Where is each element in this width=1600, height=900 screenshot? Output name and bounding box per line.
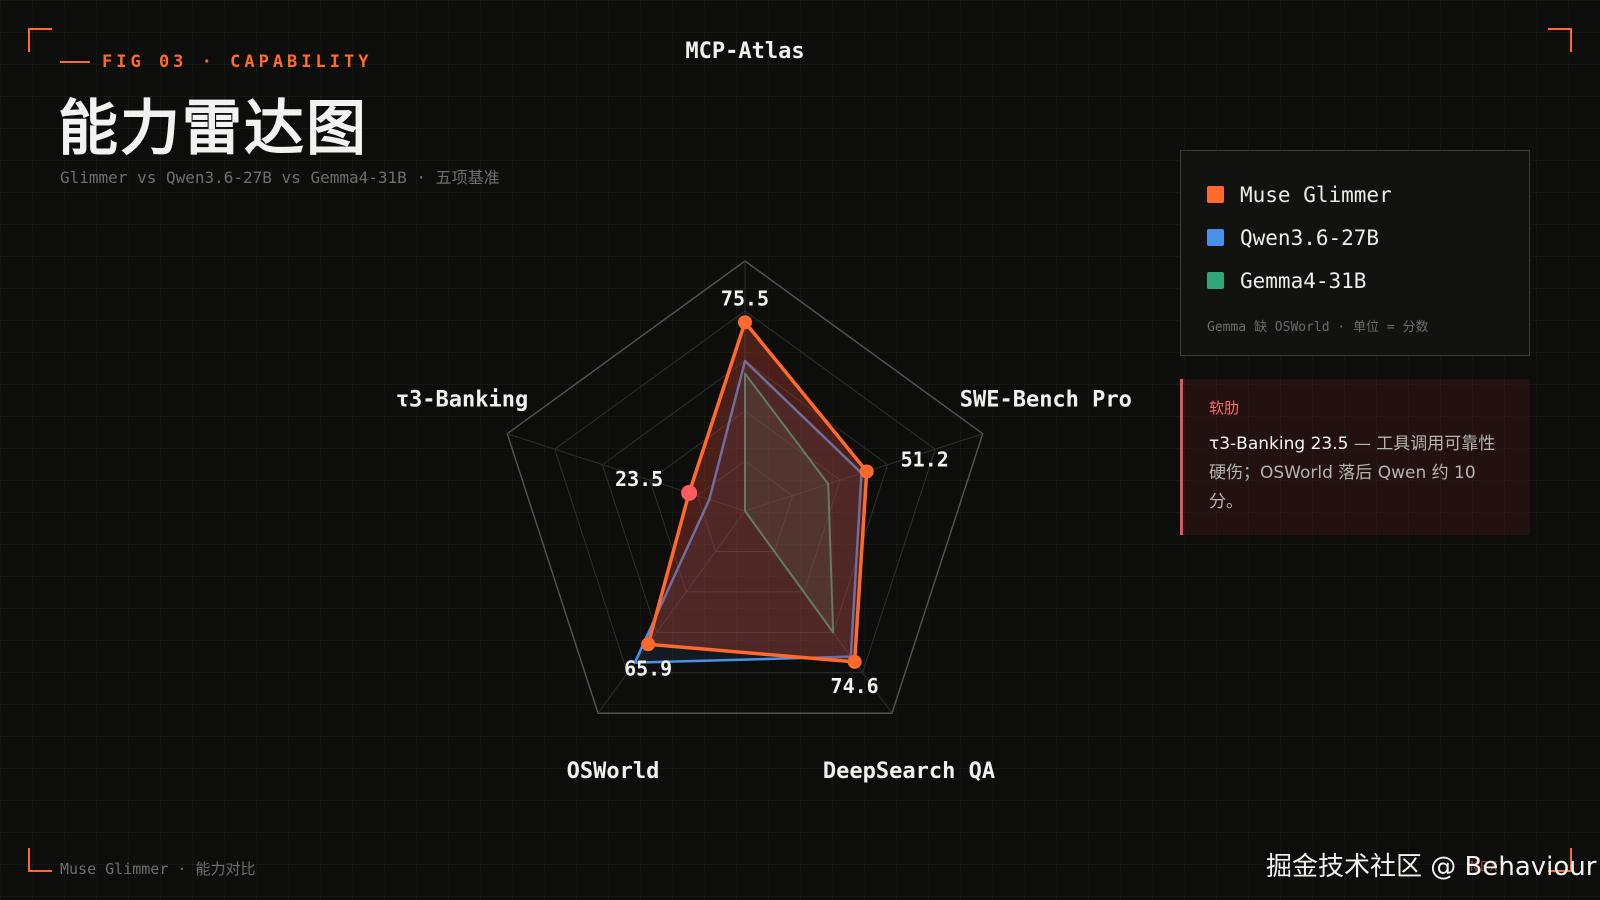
radar-series-qwen xyxy=(633,359,863,664)
page-title: 能力雷达图 xyxy=(58,94,368,164)
radar-grid-ring xyxy=(554,310,936,674)
legend-swatch-gemma xyxy=(1207,272,1224,289)
radar-axis-title: DeepSearch QA xyxy=(823,759,995,784)
radar-value-label: 51.2 xyxy=(901,447,949,471)
figure-kicker: FIG 03 · CAPABILITY xyxy=(60,52,372,72)
callout-body: — 工具调用可靠性硬伤；OSWorld 落后 Qwen 约 10 分。 xyxy=(1209,434,1496,512)
radar-grid-ring xyxy=(696,460,794,552)
legend-swatch-qwen xyxy=(1207,229,1224,246)
radar-point-glimmer xyxy=(847,654,862,669)
radar-axis-title: SWE-Bench Pro xyxy=(960,388,1132,413)
corner-bottom-right xyxy=(1548,848,1572,872)
legend-label-qwen: Qwen3.6-27B xyxy=(1240,225,1380,250)
legend-item-gemma: Gemma4-31B xyxy=(1207,259,1503,302)
footer-caption: Muse Glimmer · 能力对比 xyxy=(60,860,256,878)
legend-item-glimmer: Muse Glimmer xyxy=(1207,173,1503,216)
radar-axis-title: τ3-Banking xyxy=(396,388,528,413)
legend-label-glimmer: Muse Glimmer xyxy=(1240,182,1392,207)
callout-text: τ3-Banking 23.5 — 工具调用可靠性硬伤；OSWorld 落后 Q… xyxy=(1209,430,1510,517)
legend-item-qwen: Qwen3.6-27B xyxy=(1207,216,1503,259)
radar-value-label: 75.5 xyxy=(721,286,769,310)
radar-axis-title: OSWorld xyxy=(567,759,660,784)
radar-spoke xyxy=(597,510,746,714)
callout-highlight: τ3-Banking 23.5 xyxy=(1209,434,1349,454)
legend-swatch-glimmer xyxy=(1207,186,1224,203)
corner-bottom-left xyxy=(28,848,52,872)
radar-grid-ring xyxy=(649,410,841,593)
kicker-dash xyxy=(60,61,90,63)
radar-grid-ring xyxy=(506,260,984,714)
watermark: 掘金技术社区 @ Behaviour xyxy=(1266,852,1597,882)
next-hint: NEXT xyxy=(1470,860,1510,875)
legend-panel: Muse Glimmer Qwen3.6-27B Gemma4-31B Gemm… xyxy=(1180,150,1530,356)
radar-axis-title: MCP-Atlas xyxy=(685,39,804,64)
legend-note: Gemma 缺 OSWorld · 单位 = 分数 xyxy=(1207,320,1429,335)
radar-point-glimmer xyxy=(859,464,874,479)
page-subtitle: Glimmer vs Qwen3.6-27B vs Gemma4-31B · 五… xyxy=(60,168,500,187)
legend-label-gemma: Gemma4-31B xyxy=(1240,268,1367,293)
kicker-text: FIG 03 · CAPABILITY xyxy=(102,52,373,72)
radar-series-glimmer xyxy=(646,320,869,664)
radar-point-glimmer xyxy=(641,637,656,652)
radar-value-label: 23.5 xyxy=(615,467,663,491)
callout-tag: 软肋 xyxy=(1209,399,1240,417)
radar-point-glimmer xyxy=(681,484,698,501)
weakness-callout: 软肋 τ3-Banking 23.5 — 工具调用可靠性硬伤；OSWorld 落… xyxy=(1180,379,1530,535)
radar-value-label: 74.6 xyxy=(831,674,879,698)
radar-series-gemma xyxy=(744,372,835,634)
radar-point-glimmer xyxy=(738,315,752,330)
corner-top-right xyxy=(1548,28,1572,52)
corner-top-left xyxy=(28,28,52,52)
radar-value-label: 65.9 xyxy=(624,656,672,680)
radar-grid-ring xyxy=(601,360,889,633)
radar-spoke xyxy=(507,433,746,512)
